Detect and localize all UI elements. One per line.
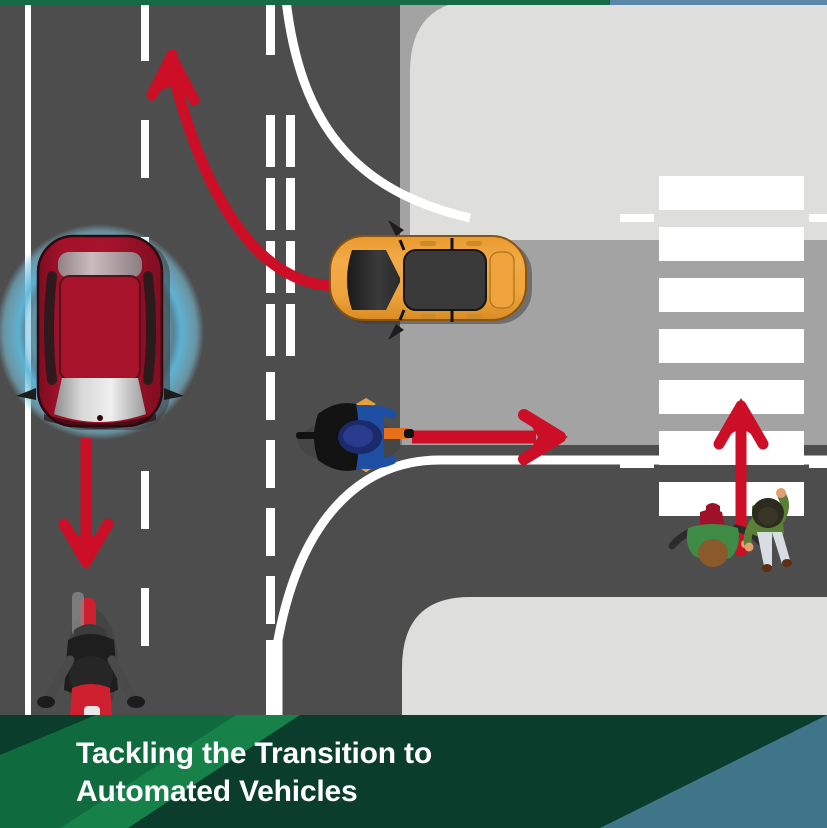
pedestrian2-hand-raised <box>776 488 786 498</box>
car-roof <box>59 275 141 381</box>
lane-line-center-solid <box>266 640 275 718</box>
orange-car-mirror-top <box>388 220 404 236</box>
arrow-pedestrian-crossing-north <box>713 398 769 556</box>
pedestrian2-leg-right <box>772 532 790 564</box>
lane-line-curve-south <box>273 455 827 718</box>
northeast-block <box>400 0 827 445</box>
cyclist <box>296 398 414 472</box>
orange-car-mirror-bottom <box>388 324 404 340</box>
motorcyclist <box>37 592 145 721</box>
banner-wedge-blue <box>600 715 827 828</box>
car-windshield <box>54 378 146 422</box>
pedestrian-walking-green <box>743 488 792 572</box>
automated-vehicle-red-car <box>0 224 204 440</box>
banner-background <box>0 715 827 828</box>
orange-car <box>329 220 532 340</box>
lane-line-center-single-dashed <box>266 372 275 624</box>
banner-title: Tackling the Transition to Automated Veh… <box>76 737 432 808</box>
top-strip-green <box>0 0 610 5</box>
arrow-red-car-straight-south <box>58 438 114 570</box>
car-mirror-right <box>164 388 184 400</box>
bicycle-handlebar <box>378 428 412 439</box>
pedestrian1-head <box>698 539 728 567</box>
title-banner: Tackling the Transition to Automated Veh… <box>0 715 827 828</box>
lane-line-curve-north <box>281 0 472 223</box>
banner-stripe-mid-green <box>0 715 236 828</box>
crosswalk-edge-stubs <box>620 214 827 468</box>
banner-stripe-light-green <box>60 715 300 828</box>
top-strip-blue <box>610 0 827 5</box>
cyclist-shoulders <box>314 403 359 471</box>
orange-car-roof <box>403 249 487 311</box>
crosswalk-stripes <box>659 176 804 516</box>
orange-car-windshield <box>347 250 400 310</box>
car-mirror-left <box>16 388 36 400</box>
motorcycle-front <box>70 684 112 716</box>
pedestrian2-leg-left <box>757 532 772 566</box>
car-rear-window <box>58 252 142 278</box>
arrow-cyclist-east <box>412 409 568 465</box>
